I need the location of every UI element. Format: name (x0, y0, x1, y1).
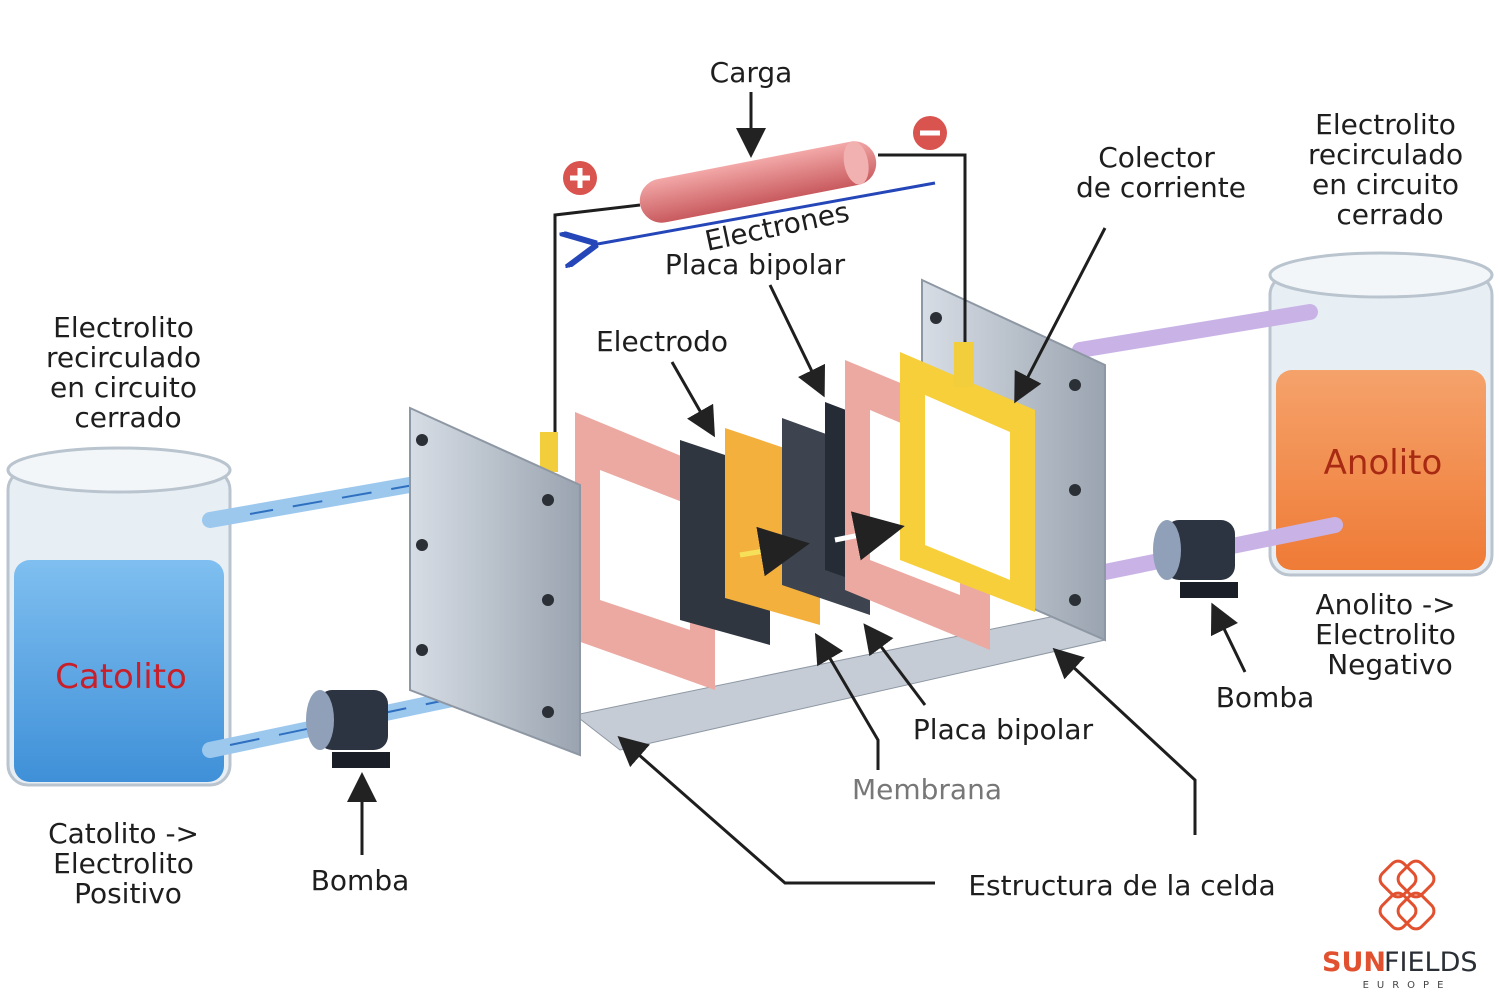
pump-left (306, 690, 390, 768)
catholyte-tank (6, 446, 232, 787)
svg-text:EUROPE: EUROPE (1363, 980, 1452, 991)
svg-text:SUN: SUN (1322, 947, 1386, 978)
left-recirculated-label: Electrolito recirculado en circuito cerr… (46, 311, 210, 434)
minus-terminal-icon (913, 116, 947, 150)
bipolar-plate-top-label: Placa bipolar (665, 248, 846, 281)
pump-left-label: Bomba (311, 864, 410, 897)
membrane-label: Membrana (852, 773, 1002, 806)
catholyte-label: Catolito (55, 657, 187, 697)
anolyte-desc-label: Anolito -> Electrolito Negativo (1315, 588, 1465, 681)
pump-right (1153, 520, 1238, 598)
plus-terminal-icon (563, 161, 597, 195)
load-label: Carga (710, 56, 793, 89)
svg-text:FIELDS: FIELDS (1384, 947, 1478, 978)
load-resistor (639, 141, 877, 223)
catholyte-desc-label: Catolito -> Electrolito Positivo (48, 817, 208, 910)
electron-flow-arrow (592, 181, 936, 245)
cell-stack (409, 278, 1107, 757)
bipolar-plate-bottom-label: Placa bipolar (913, 713, 1094, 746)
external-circuit (553, 141, 967, 432)
electrode-label: Electrodo (596, 325, 728, 358)
sunfields-logo: SUN FIELDS EUROPE (1322, 859, 1478, 991)
anolyte-label: Anolito (1324, 443, 1443, 483)
right-recirculated-label: Electrolito recirculado en circuito cerr… (1308, 108, 1472, 231)
leader-lines (347, 92, 1247, 885)
pump-right-label: Bomba (1216, 681, 1315, 714)
cell-structure-label: Estructura de la celda (968, 869, 1275, 902)
current-collector-label: Colector de corriente (1076, 141, 1246, 204)
